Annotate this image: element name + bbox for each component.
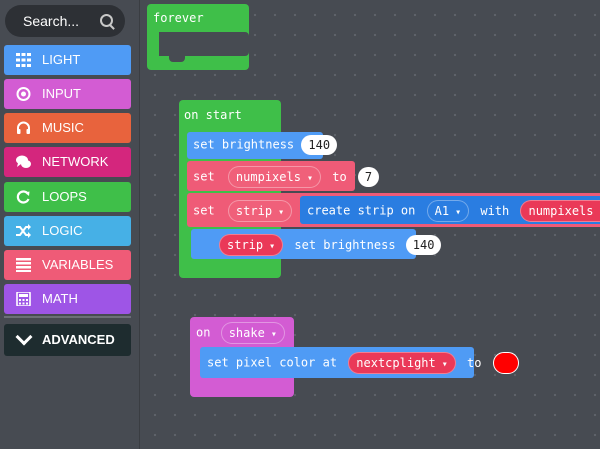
- forever-block[interactable]: forever: [147, 4, 249, 70]
- shuffle-icon: [16, 224, 31, 238]
- brightness-value-input[interactable]: 140: [301, 135, 338, 155]
- category-math[interactable]: MATH: [4, 284, 131, 314]
- category-label: INPUT: [42, 86, 81, 101]
- on-start-label: on start: [184, 108, 242, 122]
- search-placeholder: Search...: [23, 13, 80, 29]
- category-logic[interactable]: LOGIC: [4, 216, 131, 246]
- pin-dropdown[interactable]: A1: [426, 200, 470, 222]
- set-pixel-color-block[interactable]: set pixel color at nextcplight to: [200, 347, 519, 378]
- category-label: LIGHT: [42, 52, 81, 67]
- category-loops[interactable]: LOOPS: [4, 182, 131, 212]
- toolbox: Search... LIGHT INPUT MUSIC NETWORK LOOP…: [0, 0, 140, 449]
- advanced-button[interactable]: ADVANCED: [4, 324, 131, 356]
- category-label: LOOPS: [42, 189, 87, 204]
- numpixels-value-input[interactable]: 7: [357, 167, 380, 187]
- forever-slot-notch: [169, 56, 185, 62]
- set-brightness-label: set brightness: [193, 137, 295, 152]
- category-light[interactable]: LIGHT: [4, 45, 131, 75]
- numpixels-argument-dropdown[interactable]: numpixels: [520, 200, 600, 222]
- lines-icon: [16, 258, 31, 272]
- toolbox-divider: [4, 316, 131, 318]
- to-keyword: to: [467, 355, 482, 370]
- loop-icon: [16, 190, 31, 204]
- numpixels-variable-dropdown[interactable]: numpixels: [227, 166, 321, 188]
- category-label: MATH: [42, 291, 78, 306]
- category-network[interactable]: NETWORK: [4, 147, 131, 177]
- nextcplight-variable-dropdown[interactable]: nextcplight: [348, 352, 456, 374]
- category-label: MUSIC: [42, 120, 84, 135]
- category-input[interactable]: INPUT: [4, 79, 131, 109]
- target-icon: [16, 87, 31, 101]
- category-label: LOGIC: [42, 223, 83, 238]
- search-input[interactable]: Search...: [5, 5, 125, 37]
- set-numpixels-block[interactable]: set numpixels to 7: [187, 161, 380, 191]
- gesture-dropdown[interactable]: shake: [220, 322, 285, 344]
- strip-brightness-value-input[interactable]: 140: [405, 235, 442, 255]
- blocks-workspace[interactable]: forever on start set brightness 140 set …: [140, 0, 600, 449]
- category-label: VARIABLES: [42, 257, 114, 272]
- strip-set-brightness-block[interactable]: strip set brightness 140: [191, 229, 442, 259]
- to-keyword: to: [332, 169, 347, 184]
- search-icon[interactable]: [100, 14, 113, 27]
- create-strip-label: create strip on: [307, 203, 416, 218]
- chevron-down-icon: [15, 328, 33, 346]
- forever-slot: [159, 32, 249, 56]
- chat-icon: [16, 155, 31, 169]
- set-pixel-color-label: set pixel color at: [207, 355, 338, 370]
- with-keyword: with: [480, 203, 510, 218]
- on-keyword: on: [196, 325, 211, 340]
- strip-variable-dropdown[interactable]: strip: [227, 200, 293, 222]
- create-strip-block[interactable]: create strip on A1 with numpixels pixel: [300, 196, 600, 224]
- set-brightness-label: set brightness: [294, 237, 396, 252]
- set-keyword: set: [193, 169, 215, 184]
- color-swatch[interactable]: [492, 352, 519, 374]
- set-brightness-block[interactable]: set brightness 140: [187, 132, 338, 159]
- advanced-label: ADVANCED: [42, 332, 115, 347]
- headphones-icon: [16, 121, 31, 135]
- category-variables[interactable]: VARIABLES: [4, 250, 131, 280]
- calculator-icon: [16, 291, 31, 307]
- category-music[interactable]: MUSIC: [4, 113, 131, 143]
- set-keyword: set: [193, 203, 215, 218]
- forever-label: forever: [153, 11, 204, 25]
- grid-icon: [16, 53, 31, 67]
- strip-variable-dropdown[interactable]: strip: [219, 234, 284, 256]
- category-label: NETWORK: [42, 154, 109, 169]
